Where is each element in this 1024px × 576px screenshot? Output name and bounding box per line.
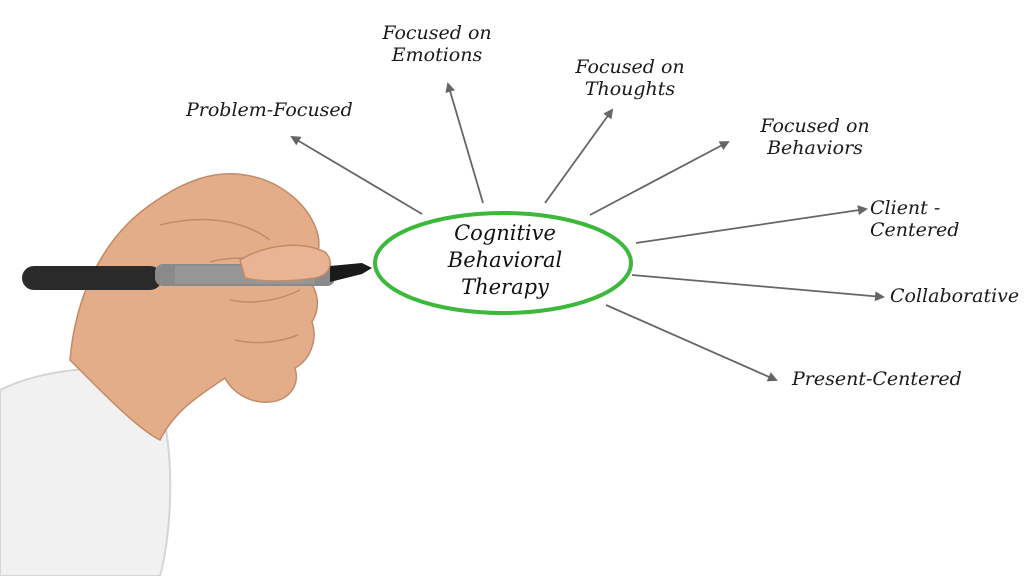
arrow-present-centered: [605, 304, 778, 382]
arrow-client-centered: [635, 205, 868, 244]
arrow-collaborative: [631, 274, 885, 302]
pen-tip: [330, 263, 372, 282]
branch-label-focused-on-behaviors: Focused on Behaviors: [760, 115, 870, 159]
center-node-label: Cognitive Behavioral Therapy: [447, 221, 563, 299]
branch-label-present-centered: Present-Centered: [792, 368, 962, 390]
branch-label-problem-focused: Problem-Focused: [186, 99, 353, 121]
arrow-problem-focused: [290, 135, 423, 215]
branch-label-collaborative: Collaborative: [890, 285, 1020, 307]
arrow-thoughts: [544, 108, 614, 204]
pen-body: [22, 266, 162, 290]
finger-lines: [159, 218, 301, 344]
branch-label-client-centered: Client -Centered: [870, 197, 960, 241]
branch-label-focused-on-thoughts: Focused on Thoughts: [575, 56, 685, 100]
hand: [69, 173, 320, 442]
branch-label-focused-on-emotions: Focused on Emotions: [382, 22, 492, 66]
center-ellipse: [373, 211, 633, 315]
arrow-behaviors: [589, 141, 730, 216]
thumb: [239, 244, 331, 282]
arrow-emotions: [445, 82, 484, 204]
